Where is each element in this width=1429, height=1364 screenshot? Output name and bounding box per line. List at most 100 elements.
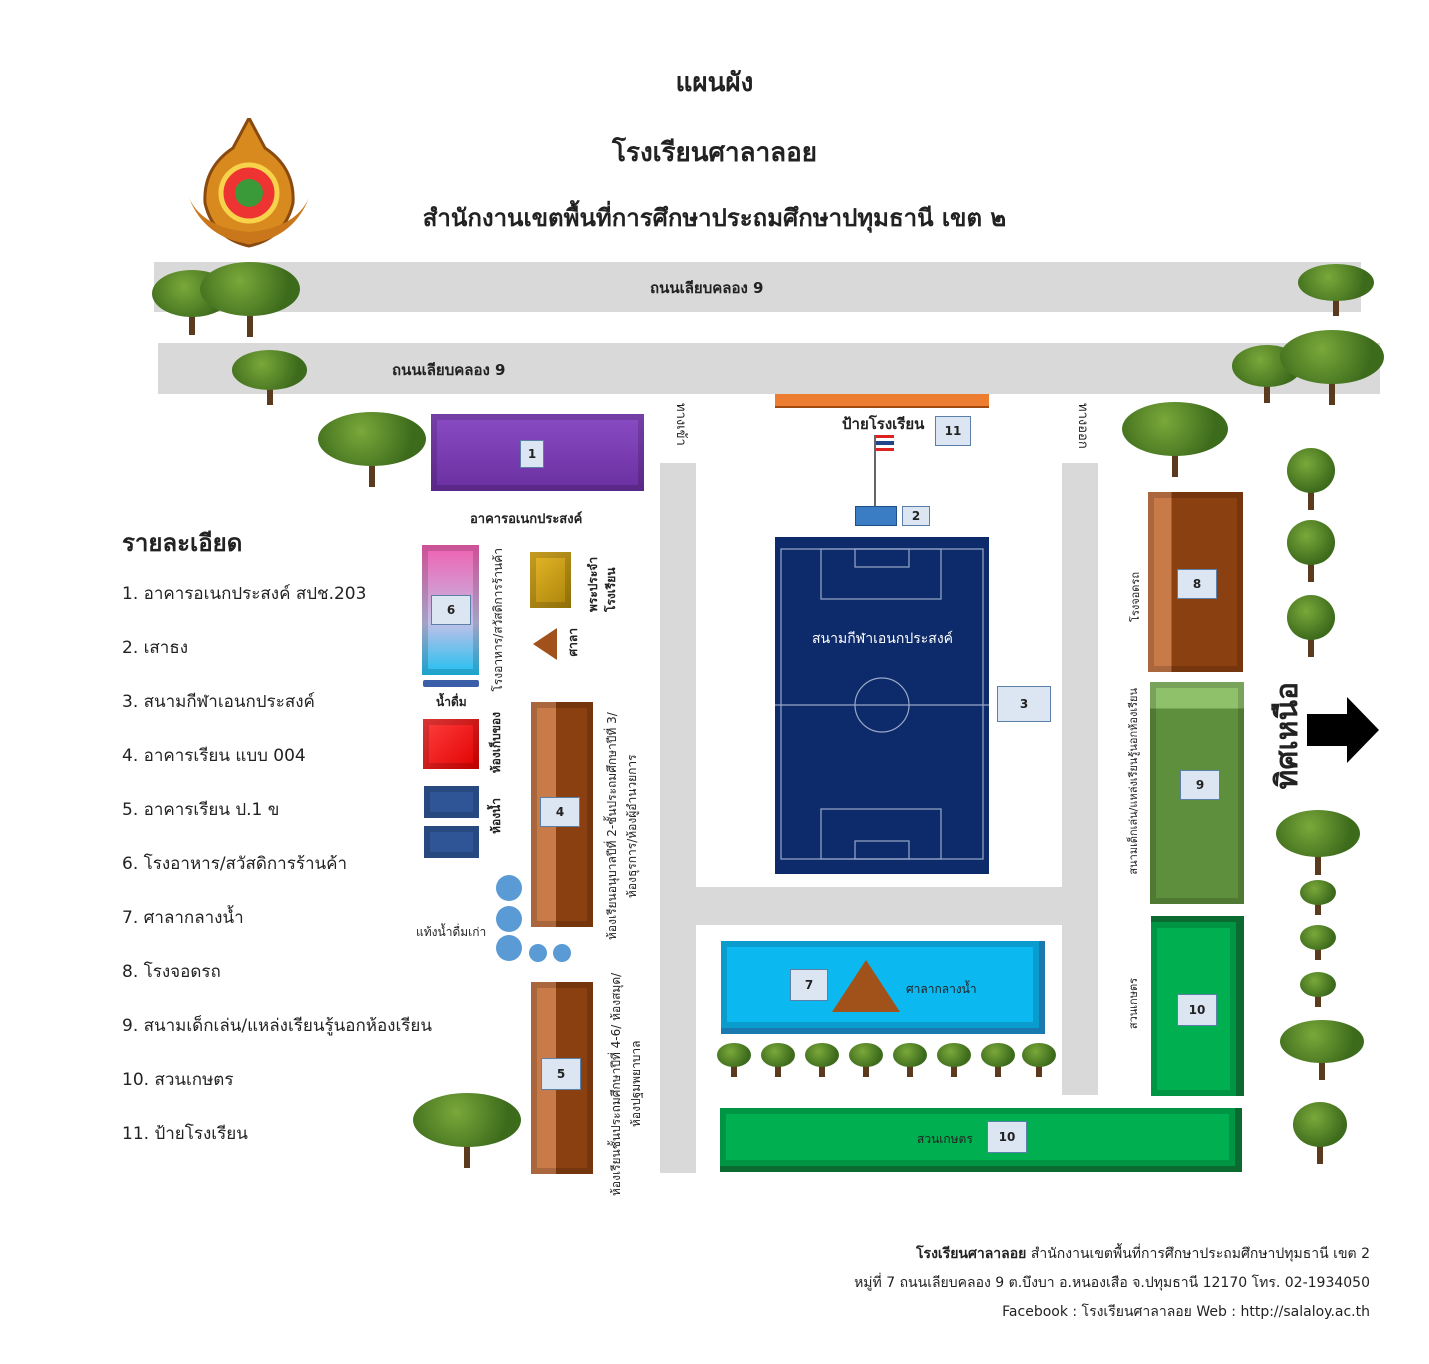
legend-item: 6. โรงอาหาร/สวัสดิการร้านค้า [122, 854, 348, 874]
old-water-tank-label: แท้งน้ำดื่มเก่า [416, 925, 487, 939]
number-label: 5 [541, 1058, 581, 1090]
building-4-label-line2: ห้องธุรการ/ห้องผู้อำนวยการ [625, 754, 639, 898]
legend-item: 8. โรงจอดรถ [122, 962, 221, 982]
exit-label: ทางออก [1075, 403, 1090, 449]
road-top-label: ถนนเลียบคลอง 9 [650, 279, 764, 297]
tree-icon [1276, 810, 1360, 875]
number-label: 11 [935, 416, 971, 446]
tree-icon [1287, 448, 1335, 510]
entrance-label: ทางเข้า [673, 403, 688, 446]
legend-item: 10. สวนเกษตร [122, 1070, 234, 1090]
water-tank [553, 944, 571, 962]
road-top [154, 262, 1361, 312]
tree-icon [717, 1043, 751, 1077]
legend-item: 3. สนามกีฬาเอนกประสงค์ [122, 692, 315, 712]
number-label: 6 [431, 595, 471, 625]
building-5-label: ห้องเรียนชั้นประถมศึกษาปีที่ 4-6/ ห้องสม… [606, 970, 646, 1198]
buddha-shrine-label: พระประจำโรงเรียน [586, 556, 618, 612]
tree-icon [1280, 330, 1384, 405]
school-sign-label: ป้ายโรงเรียน [842, 415, 925, 433]
number-label: 8 [1177, 569, 1217, 599]
tree-icon [1287, 595, 1335, 657]
tree-icon [200, 262, 300, 337]
footer-office: สำนักงานเขตพื้นที่การศึกษาประถมศึกษาปทุม… [1026, 1246, 1370, 1262]
building-4-label-line1: ห้องเรียนอนุบาลปีที่ 2-ชั้นประถมศึกษาปีท… [605, 712, 619, 940]
road-second [158, 343, 1380, 394]
cross-road [660, 887, 1098, 925]
toilet-1[interactable] [424, 786, 479, 818]
water-tank [496, 935, 522, 961]
tree-icon [232, 350, 307, 405]
tree-icon [1298, 264, 1374, 316]
school-sign[interactable] [775, 394, 989, 408]
sports-field[interactable] [775, 537, 989, 874]
legend-item: 2. เสาธง [122, 638, 189, 658]
drinking-water-label: น้ำดื่ม [436, 695, 467, 709]
pavilion-label: ศาลากลางน้ำ [906, 982, 977, 996]
school-name: โรงเรียนศาลาลอย [612, 138, 817, 168]
playground-label: สนามเด็กเล่น/แหล่งเรียนรู้นอกห้องเรียน [1127, 688, 1140, 875]
tree-icon [937, 1043, 971, 1077]
tree-icon [849, 1043, 883, 1077]
number-label: 10 [987, 1121, 1027, 1153]
number-label: 3 [997, 686, 1051, 722]
legend-item: 5. อาคารเรียน ป.1 ข [122, 800, 280, 820]
school-logo [185, 114, 313, 248]
footer-contact: Facebook : โรงเรียนศาลาลอย Web : http://… [1002, 1304, 1370, 1320]
north-arrow-icon [1307, 697, 1379, 767]
footer-school: โรงเรียนศาลาลอย [916, 1246, 1027, 1262]
canteen-label: โรงอาหาร/สวัสดิการร้านค้า [491, 548, 505, 692]
storage-room-label: ห้องเก็บของ [489, 712, 503, 774]
building-1-label: อาคารอเนกประสงค์ [470, 512, 583, 527]
water-tank [529, 944, 547, 962]
legend-item: 7. ศาลากลางน้ำ [122, 908, 244, 928]
tree-icon [893, 1043, 927, 1077]
number-label: 4 [540, 797, 580, 827]
north-label: ทิศเหนือ [1270, 682, 1305, 790]
water-tank [496, 906, 522, 932]
legend-list: 1. อาคารอเนกประสงค์ สปช.203 2. เสาธง 3. … [122, 580, 432, 1174]
garden-bottom-label: สวนเกษตร [917, 1132, 973, 1146]
building-5-label-line1: ห้องเรียนชั้นประถมศึกษาปีที่ 4-6/ ห้องสม… [609, 972, 623, 1196]
tree-icon [1287, 520, 1335, 582]
tree-icon [1122, 402, 1228, 477]
footer-line1: โรงเรียนศาลาลอย สำนักงานเขตพื้นที่การศึก… [916, 1243, 1370, 1265]
flagpole [874, 435, 876, 507]
map-title: แผนผัง [675, 68, 754, 98]
legend-item: 1. อาคารอเนกประสงค์ สปช.203 [122, 584, 367, 604]
building-5-label-line2: ห้องปฐมพยาบาล [629, 1040, 643, 1128]
sala-pavilion[interactable] [533, 628, 557, 660]
number-label: 2 [902, 506, 930, 526]
tree-icon [1280, 1020, 1364, 1080]
tree-icon [318, 412, 426, 487]
tree-icon [1293, 1102, 1347, 1164]
tree-icon [805, 1043, 839, 1077]
tree-icon [1300, 925, 1336, 960]
tree-icon [1300, 880, 1336, 915]
garden-label: สวนเกษตร [1127, 978, 1140, 1030]
sports-field-label: สนามกีฬาเอนกประสงค์ [812, 631, 954, 647]
office-name: สำนักงานเขตพื้นที่การศึกษาประถมศึกษาปทุม… [422, 204, 1007, 232]
thai-flag-icon [876, 435, 894, 451]
legend-item: 4. อาคารเรียน แบบ 004 [122, 746, 306, 766]
tree-icon [981, 1043, 1015, 1077]
tree-icon [413, 1093, 521, 1168]
sala-label: ศาลา [566, 628, 580, 657]
buddha-shrine[interactable] [530, 552, 571, 608]
number-label: 7 [790, 969, 828, 1001]
drinking-water-station[interactable] [423, 680, 479, 687]
toilet-2[interactable] [424, 826, 479, 858]
legend-item: 9. สนามเด็กเล่น/แหล่งเรียนรู้นอกห้องเรีย… [122, 1016, 432, 1036]
toilet-label: ห้องน้ำ [489, 798, 503, 834]
entrance-road [660, 463, 696, 1173]
tree-icon [1022, 1043, 1056, 1077]
tree-icon [761, 1043, 795, 1077]
flagpole-base[interactable] [855, 506, 897, 526]
water-tank [496, 875, 522, 901]
storage-room[interactable] [423, 719, 479, 769]
building-10-garden-bottom[interactable] [720, 1108, 1242, 1172]
number-label: 1 [520, 440, 544, 468]
pavilion-roof-icon [832, 960, 900, 1012]
parking-label: โรงจอดรถ [1129, 572, 1142, 622]
number-label: 9 [1180, 770, 1220, 800]
